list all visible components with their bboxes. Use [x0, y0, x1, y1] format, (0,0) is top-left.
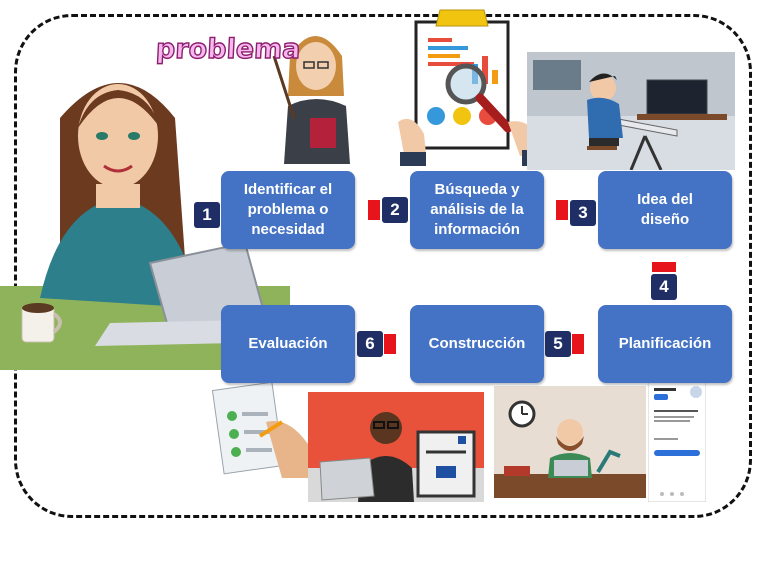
step-1-number: 1 [194, 202, 220, 228]
step-2-box: Búsqueda y análisis de la información [410, 171, 544, 249]
dashed-frame [14, 14, 752, 518]
step-2-label: Búsqueda y análisis de la información [430, 181, 524, 238]
step-4-number: 4 [651, 274, 677, 300]
step-5-box: Construcción [410, 305, 544, 383]
connector-tab-5 [572, 334, 584, 354]
connector-tab-6 [384, 334, 396, 354]
step-4-label: Planificación [618, 335, 712, 352]
planning-illustration [494, 386, 646, 498]
connector-tab-2 [368, 200, 380, 220]
clipboard-analysis-illustration [398, 9, 548, 166]
step-1-box: Identificar el problema o necesidad [221, 171, 355, 249]
step-6-label: Evaluación [248, 335, 328, 352]
designer-illustration [527, 52, 735, 170]
profile-screen-illustration [648, 380, 706, 502]
step-6-box: Evaluación [221, 305, 355, 383]
step-3-number: 3 [570, 200, 596, 226]
step-1-label: Identificar el problema o necesidad [243, 181, 333, 238]
step-6-number: 6 [357, 331, 383, 357]
step-3-label: Idea del diseño [637, 191, 693, 228]
problem-label: problema [154, 33, 302, 65]
step-3-box: Idea del diseño [598, 171, 732, 249]
step-4-box: Planificación [598, 305, 732, 383]
connector-tab-4 [652, 262, 676, 272]
construction-illustration [308, 392, 484, 502]
teacher-illustration [272, 36, 350, 164]
step-5-label: Construcción [428, 335, 526, 352]
connector-tab-3 [556, 200, 568, 220]
woman-laptop-illustration [0, 83, 290, 370]
step-5-number: 5 [545, 331, 571, 357]
step-2-number: 2 [382, 197, 408, 223]
checklist-illustration [212, 382, 308, 478]
